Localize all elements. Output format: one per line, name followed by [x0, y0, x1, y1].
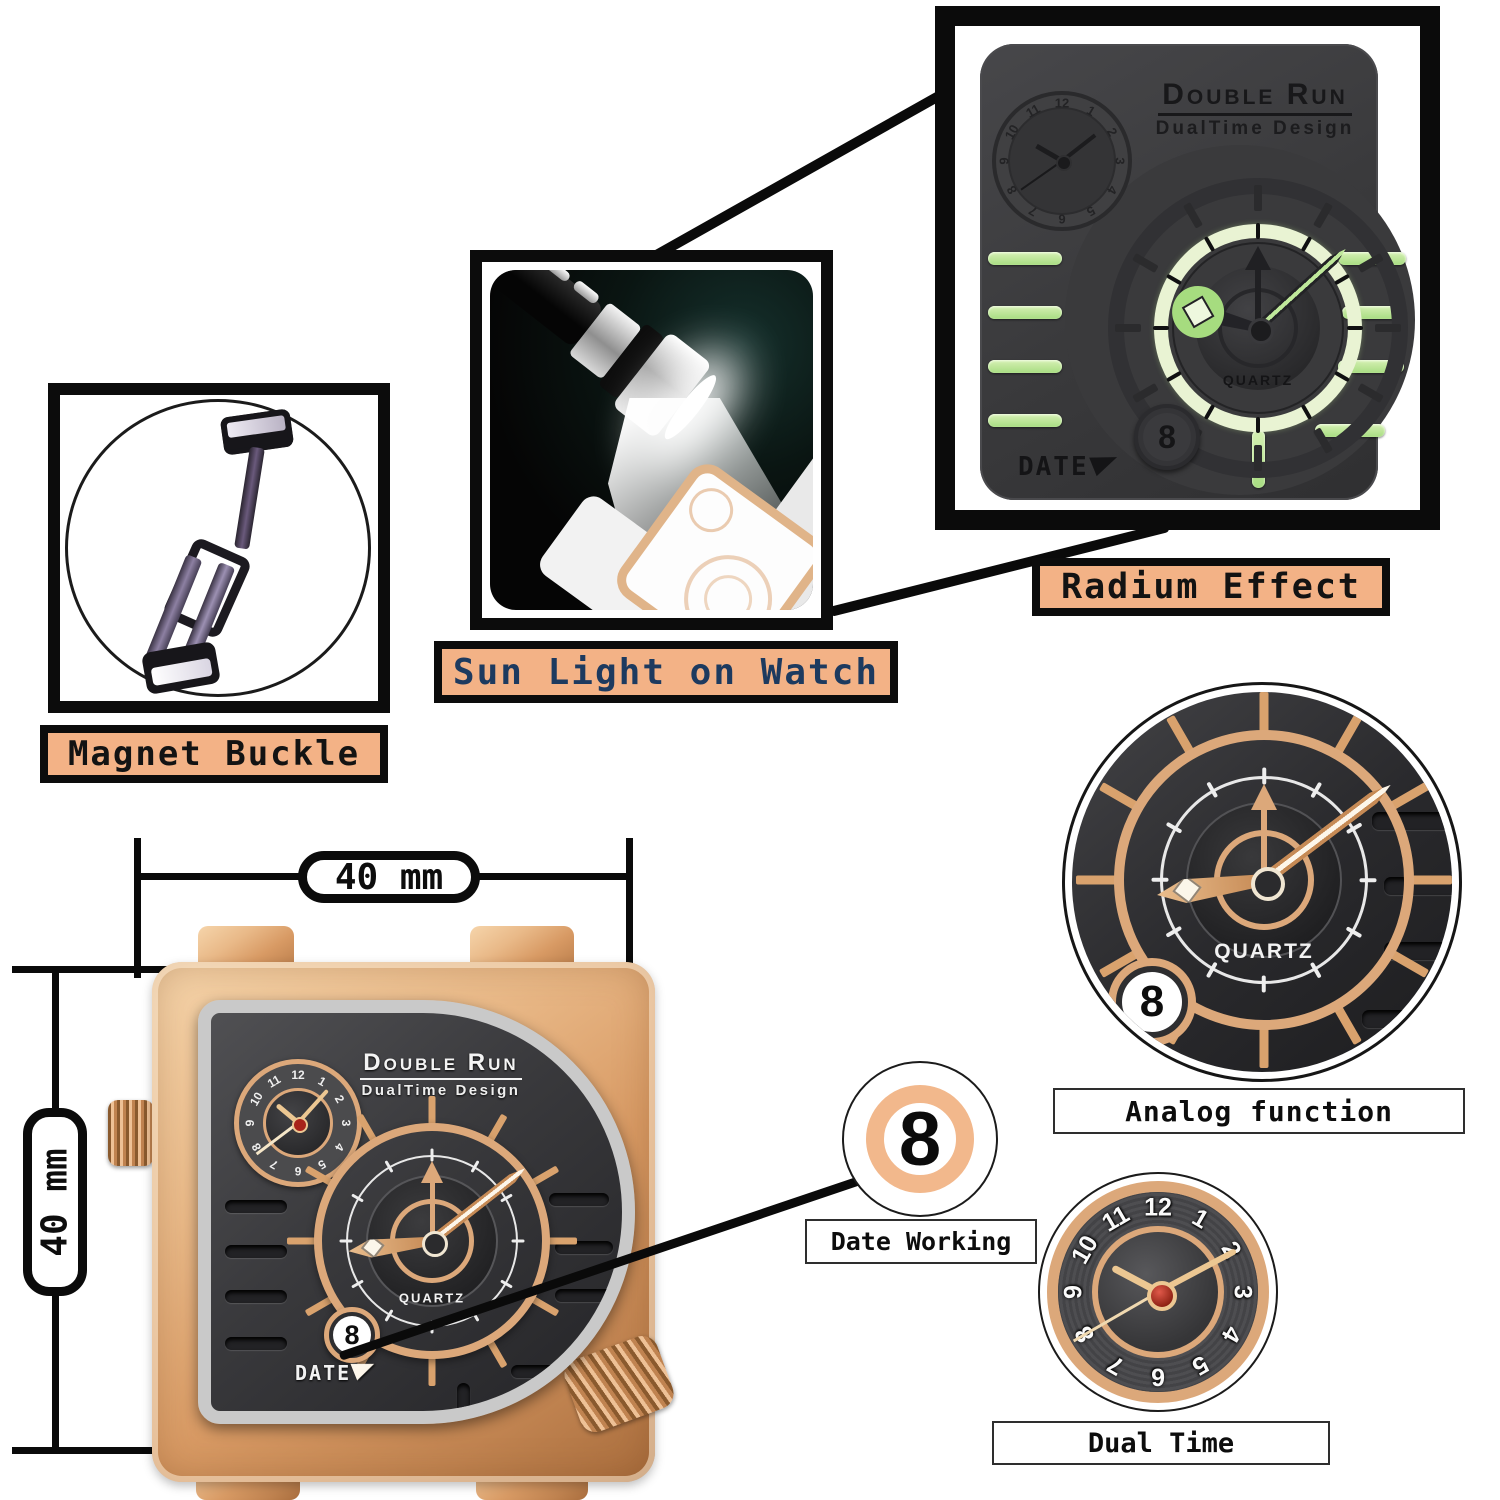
- closeup-quartz-text: QUARTZ: [1214, 940, 1314, 963]
- width-dimension-tick-right: [626, 838, 633, 1034]
- radium-subdial-center-cap: [1056, 155, 1072, 171]
- dial-numeral: 9: [996, 157, 1012, 165]
- watch-arrow-stem: [429, 1183, 435, 1241]
- radium-lume-bar: [988, 414, 1062, 427]
- dual-time-label: Dual Time: [992, 1421, 1330, 1465]
- dial-numeral: 6: [1151, 1362, 1165, 1391]
- flashlight-vent: [571, 279, 601, 306]
- magnet-bottom-face: [150, 657, 213, 687]
- dial-groove: [225, 1245, 287, 1258]
- watch-analog-arc-ring: [314, 1123, 550, 1359]
- flashlight-vent: [543, 270, 572, 283]
- magnet-buckle-label: Magnet Buckle: [40, 725, 388, 783]
- magnet-buckle-frame: [48, 383, 390, 713]
- dial-numeral: 12: [1144, 1193, 1172, 1222]
- height-dimension-capsule: 40 mm: [23, 1108, 87, 1296]
- magnet-top-face: [226, 415, 286, 439]
- dial-numeral: 9: [1059, 1285, 1088, 1299]
- sunlight-photo: [490, 270, 813, 610]
- watch-subdial-center-cap: [292, 1117, 308, 1133]
- width-dimension-text: 40 mm: [334, 856, 444, 898]
- width-dimension-tick-left: [134, 838, 141, 978]
- dial-numeral: 9: [243, 1119, 257, 1127]
- closeup-center-cap: [1251, 867, 1285, 901]
- ghost-subdial: [680, 479, 742, 541]
- width-dimension-capsule: 40 mm: [298, 851, 480, 903]
- dial-numeral: 3: [339, 1119, 353, 1127]
- height-dimension-text: 40 mm: [34, 1147, 76, 1257]
- radium-date-value: 8: [1143, 413, 1191, 461]
- dial-groove: [225, 1200, 287, 1213]
- radium-lume-bar: [988, 306, 1062, 319]
- analog-function-label-text: Analog function: [1125, 1094, 1393, 1128]
- watch-arrow-head-icon: [421, 1161, 443, 1183]
- watch-brand-tagline: DualTime Design: [361, 1082, 521, 1099]
- radium-arrow-stem: [1255, 268, 1261, 328]
- watch-date-label: DATE: [295, 1361, 352, 1385]
- closeup-groove: [1362, 1010, 1452, 1028]
- watch-crown-left: [108, 1100, 154, 1166]
- date-working-label-text: Date Working: [830, 1227, 1012, 1256]
- sunlight-photo-frame: [470, 250, 833, 630]
- sun-light-label-text: Sun Light on Watch: [452, 651, 880, 693]
- analog-closeup-dial: QUARTZ 8: [1072, 692, 1452, 1072]
- magnet-buckle-label-text: Magnet Buckle: [67, 734, 361, 774]
- dial-numeral: 6: [294, 1164, 302, 1178]
- dial-groove: [555, 1289, 613, 1302]
- dial-groove: [511, 1365, 581, 1378]
- radium-center-cap: [1248, 318, 1274, 344]
- closeup-arc-ring: [1114, 730, 1414, 1030]
- dial-numeral: 3: [1112, 157, 1128, 165]
- radium-brand-block: Double Run DualTime Design: [1110, 78, 1400, 140]
- dial-groove: [457, 1383, 470, 1411]
- dual-time-center-cap: [1147, 1281, 1177, 1311]
- height-dimension-tick-bottom: [12, 1447, 230, 1454]
- dial-numeral: 6: [1058, 211, 1066, 227]
- analog-closeup: QUARTZ 8: [1062, 682, 1462, 1082]
- closeup-arrow-head-icon: [1251, 784, 1277, 810]
- watch-brand-name: Double Run: [360, 1049, 522, 1080]
- date-working-value: 8: [898, 1096, 942, 1182]
- dial-numeral: 12: [1054, 95, 1070, 111]
- dual-time-label-text: Dual Time: [1087, 1427, 1235, 1459]
- watch-quartz-text: QUARTZ: [398, 1290, 466, 1306]
- analog-function-label: Analog function: [1053, 1088, 1465, 1134]
- radium-brand-name: Double Run: [1158, 78, 1352, 116]
- dial-groove: [225, 1337, 287, 1350]
- date-working-label: Date Working: [805, 1219, 1037, 1264]
- radium-lume-bar: [988, 360, 1062, 373]
- dial-numeral: 3: [1228, 1285, 1257, 1299]
- date-working-circle: 8: [842, 1061, 998, 1217]
- dial-groove: [549, 1193, 609, 1206]
- radium-date-label: DATE: [1018, 452, 1089, 482]
- closeup-arrow-stem: [1261, 810, 1267, 880]
- radium-arrow-head: [1245, 246, 1271, 270]
- radium-quartz-text: QUARTZ: [1222, 372, 1294, 388]
- sun-light-label: Sun Light on Watch: [434, 641, 898, 703]
- closeup-date-value: 8: [1122, 972, 1182, 1032]
- radium-effect-label-text: Radium Effect: [1061, 567, 1361, 607]
- connector-line-flashlight-top: [650, 90, 943, 262]
- radium-brand-tagline: DualTime Design: [1155, 118, 1355, 139]
- watch-center-cap: [422, 1231, 448, 1257]
- dial-numeral: 12: [291, 1068, 305, 1082]
- radium-lume-bar: [988, 252, 1062, 265]
- dial-groove: [225, 1290, 287, 1303]
- watch-brand-block: Double Run DualTime Design: [331, 1049, 551, 1099]
- magnet-buckle-circle: [65, 399, 371, 697]
- radium-effect-label: Radium Effect: [1032, 558, 1390, 616]
